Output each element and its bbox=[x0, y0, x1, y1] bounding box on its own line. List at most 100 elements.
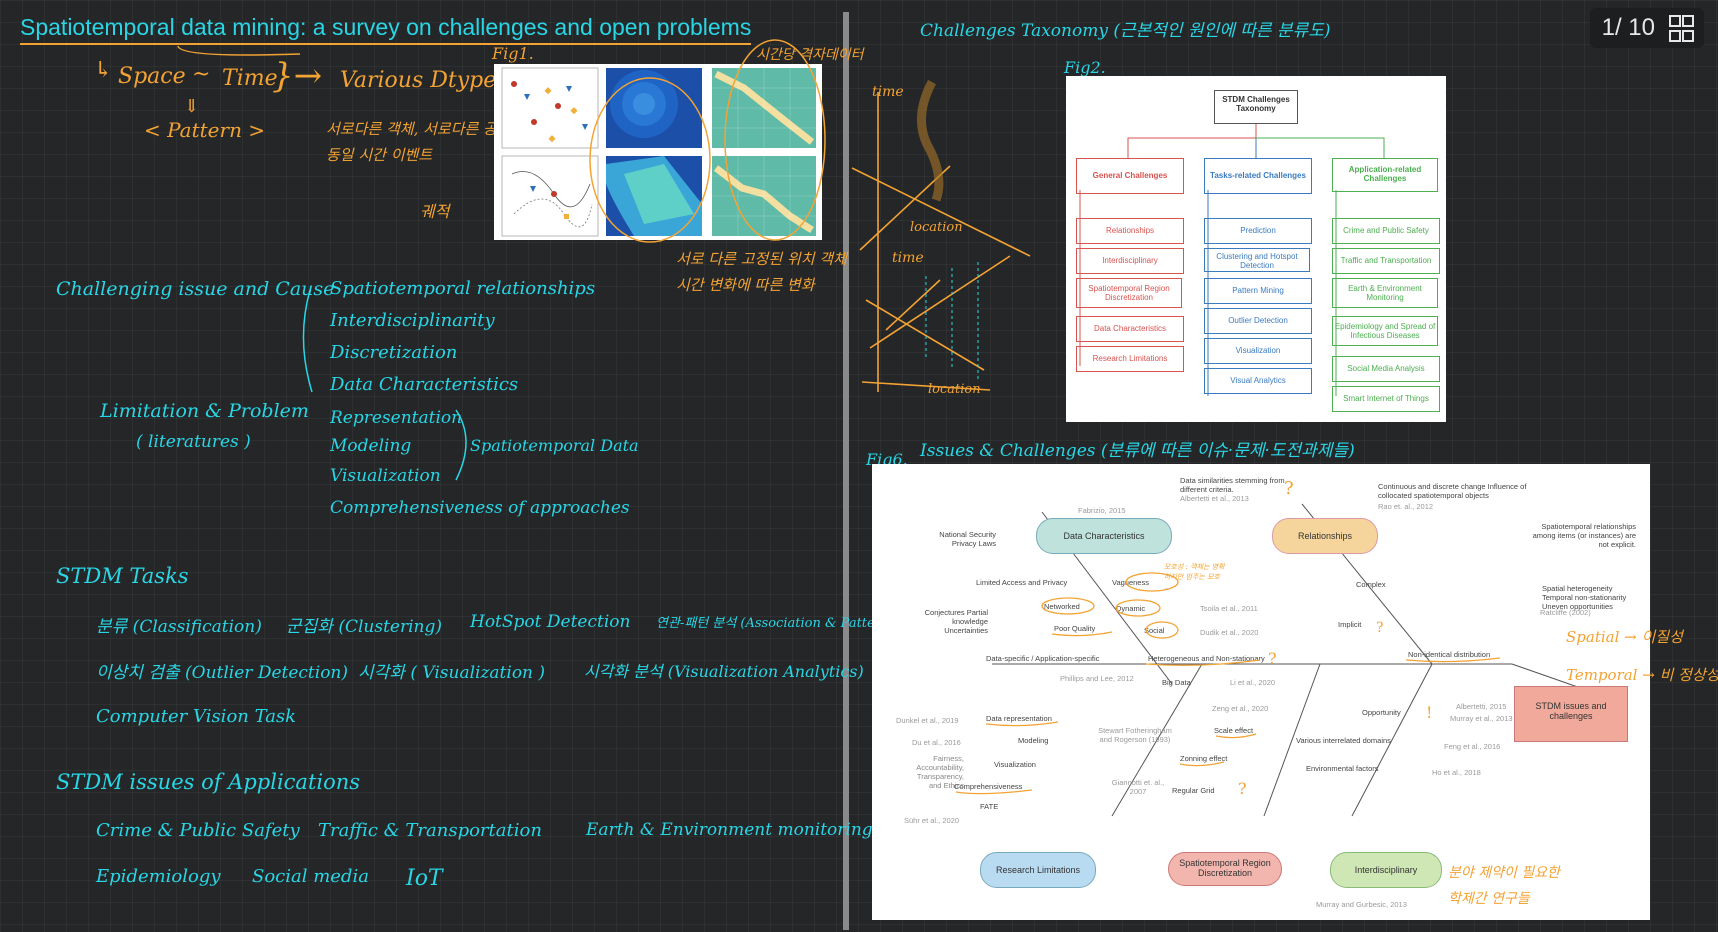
taxonomy-item: Research Limitations bbox=[1076, 346, 1184, 372]
challenging-item: Interdisciplinarity bbox=[330, 310, 495, 331]
fishbone-data-characteristics: Data Characteristics bbox=[1036, 518, 1172, 554]
fishbone-interdisciplinary: Interdisciplinary bbox=[1330, 852, 1442, 888]
limitation-item: Representation bbox=[330, 408, 463, 428]
app-item: IoT bbox=[406, 866, 443, 891]
svg-text:!: ! bbox=[1426, 703, 1432, 722]
fishbone-note: Data similarities stemming from differen… bbox=[1180, 476, 1285, 494]
taxonomy-general-head: General Challenges bbox=[1076, 158, 1184, 194]
task-item: 시각화 분석 (Visualization Analytics) bbox=[584, 662, 864, 681]
fishbone-item: Non-identical distribution bbox=[1408, 650, 1491, 659]
challenges-taxonomy-head: Challenges Taxonomy (근본적인 원인에 따른 분류도) bbox=[920, 21, 1331, 41]
space-label: Space bbox=[118, 64, 186, 89]
taxonomy-item: Visualization bbox=[1204, 338, 1312, 364]
tasks-head: STDM Tasks bbox=[56, 564, 189, 588]
svg-text:?: ? bbox=[1376, 620, 1384, 636]
axis-location-label-2: location bbox=[928, 382, 981, 397]
limitation-sub: ( literatures ) bbox=[136, 432, 251, 452]
fishbone-item: Data representation bbox=[986, 714, 1052, 723]
spatiotemporal-data-label: Spatiotemporal Data bbox=[470, 436, 639, 455]
fishbone-ref: Albertetti, 2015 bbox=[1456, 702, 1507, 711]
fishbone-item: Dynamic bbox=[1116, 604, 1146, 613]
taxonomy-item: Social Media Analysis bbox=[1332, 356, 1440, 382]
fishbone-note: Continuous and discrete change Influence… bbox=[1378, 482, 1527, 500]
taxonomy-item: Crime and Public Safety bbox=[1332, 218, 1440, 244]
challenging-item: Data Characteristics bbox=[330, 374, 519, 395]
taxonomy-item: Interdisciplinary bbox=[1076, 248, 1184, 274]
fishbone-ref: Fabrizio, 2015 bbox=[1078, 506, 1126, 515]
fishbone-item: Environmental factors bbox=[1306, 764, 1379, 773]
arrow-icon: ↳ bbox=[94, 58, 113, 83]
fishbone-note: National Security Privacy Laws bbox=[939, 530, 996, 548]
interdisciplinary-annotation: 분야 제약이 필요한 학제간 연구들 bbox=[1448, 865, 1560, 907]
challenging-head: Challenging issue and Cause bbox=[56, 278, 335, 300]
fishbone-discretization: Spatiotemporal Region Discretization bbox=[1168, 852, 1282, 886]
taxonomy-item: Spatiotemporal Region Discretization bbox=[1076, 278, 1182, 308]
taxonomy-item: Visual Analytics bbox=[1204, 368, 1312, 394]
fishbone-item: Complex bbox=[1356, 580, 1386, 589]
fishbone-ref: Albertetti et al., 2013 bbox=[1180, 494, 1249, 503]
fig2-label: Fig2. bbox=[1064, 58, 1106, 77]
fishbone-item: Scale effect bbox=[1214, 726, 1254, 735]
fishbone-item: Heterogeneous and Non-stationary bbox=[1148, 654, 1265, 663]
fishbone-ref: Phillips and Lee, 2012 bbox=[1060, 674, 1134, 683]
time-label: Time bbox=[222, 66, 278, 91]
limitation-head: Limitation & Problem bbox=[100, 400, 309, 422]
fishbone-item: Regular Grid bbox=[1172, 786, 1215, 795]
app-item: Earth & Environment monitoring bbox=[586, 820, 873, 840]
various-types-label: Various Dtypes. bbox=[340, 68, 515, 93]
svg-text:?: ? bbox=[1238, 779, 1247, 798]
grid-view-icon[interactable] bbox=[1669, 14, 1694, 42]
limitation-item: Visualization bbox=[330, 466, 441, 486]
fishbone-ref: Murray et al., 2013 bbox=[1450, 714, 1513, 723]
taxonomy-item: Data Characteristics bbox=[1076, 316, 1184, 342]
axis-time-label: time bbox=[872, 84, 904, 100]
svg-text:?: ? bbox=[1284, 478, 1294, 499]
task-item: 이상치 검출 (Outlier Detection) bbox=[96, 663, 349, 683]
challenging-item: Discretization bbox=[330, 342, 458, 363]
fishbone-ref: Ratcliffe (2002) bbox=[1540, 608, 1591, 617]
axis-time-label-2: time bbox=[892, 250, 924, 266]
task-item: Computer Vision Task bbox=[96, 706, 297, 727]
fishbone-ref: Sühr et al., 2020 bbox=[904, 816, 960, 825]
fishbone-item: Implicit bbox=[1338, 620, 1362, 629]
fishbone-ref: Dunkel et al., 2019 bbox=[896, 716, 959, 725]
svg-text:?: ? bbox=[1268, 649, 1277, 668]
brace-icon: }→ bbox=[272, 56, 323, 96]
fishbone-ref: Tsoila et al., 2011 bbox=[1200, 604, 1258, 613]
app-item: Crime & Public Safety bbox=[96, 820, 300, 841]
taxonomy-item: Prediction bbox=[1204, 218, 1312, 244]
challenging-item: Spatiotemporal relationships bbox=[330, 278, 596, 299]
fishbone-ref: Murray and Gurbesic, 2013 bbox=[1316, 900, 1407, 909]
issues-head: Issues & Challenges (분류에 따른 이슈·문제·도전과제들) bbox=[920, 441, 1355, 461]
fishbone-item: Limited Access and Privacy bbox=[976, 578, 1068, 587]
fig1-note-top: 시간당 격자데이터 bbox=[756, 47, 864, 63]
fishbone-item: Social bbox=[1144, 626, 1165, 635]
spatial-annotation: Spatial → 이질성 bbox=[1566, 628, 1683, 646]
pattern-label: < Pattern > bbox=[144, 118, 266, 142]
fishbone-highlights: ? ? ? ? ! bbox=[955, 478, 1501, 798]
page-divider bbox=[843, 12, 849, 930]
fishbone-note: Spatiotemporal relationships among items… bbox=[1532, 522, 1636, 549]
fishbone-ref: Dudik et al., 2020 bbox=[1200, 628, 1259, 637]
taxonomy-item: Clustering and Hotspot Detection bbox=[1204, 248, 1310, 272]
fishbone-figure: Data Characteristics Relationships Resea… bbox=[872, 464, 1650, 920]
fishbone-ref: Giannotti et. al., 2007 bbox=[1111, 778, 1165, 796]
apps-head: STDM issues of Applications bbox=[56, 770, 361, 794]
fig1-image bbox=[494, 64, 822, 240]
taxonomy-item: Epidemiology and Spread of Infectious Di… bbox=[1332, 316, 1438, 346]
taxonomy-root: STDM Challenges Taxonomy bbox=[1214, 90, 1298, 124]
fishbone-note: Fairness, Accountability, Transparency, … bbox=[916, 754, 964, 790]
task-item: HotSpot Detection bbox=[470, 612, 631, 632]
fishbone-item: FATE bbox=[980, 802, 999, 811]
fishbone-item: Various interrelated domains bbox=[1296, 736, 1391, 745]
fishbone-ref: Li et al., 2020 bbox=[1230, 678, 1276, 687]
taxonomy-app-head: Application-related Challenges bbox=[1332, 158, 1438, 192]
tilde-label: ~ bbox=[192, 62, 211, 87]
taxonomy-item: Smart Internet of Things bbox=[1332, 386, 1440, 412]
trajectory-note: 궤적 bbox=[420, 202, 450, 221]
page-indicator[interactable]: 1/ 10 bbox=[1589, 8, 1704, 48]
page-counter: 1/ 10 bbox=[1601, 14, 1655, 41]
axis-location-label: location bbox=[910, 220, 963, 235]
fishbone-item: Vagueness bbox=[1112, 578, 1149, 587]
limitation-item: Comprehensiveness of approaches bbox=[330, 498, 630, 518]
